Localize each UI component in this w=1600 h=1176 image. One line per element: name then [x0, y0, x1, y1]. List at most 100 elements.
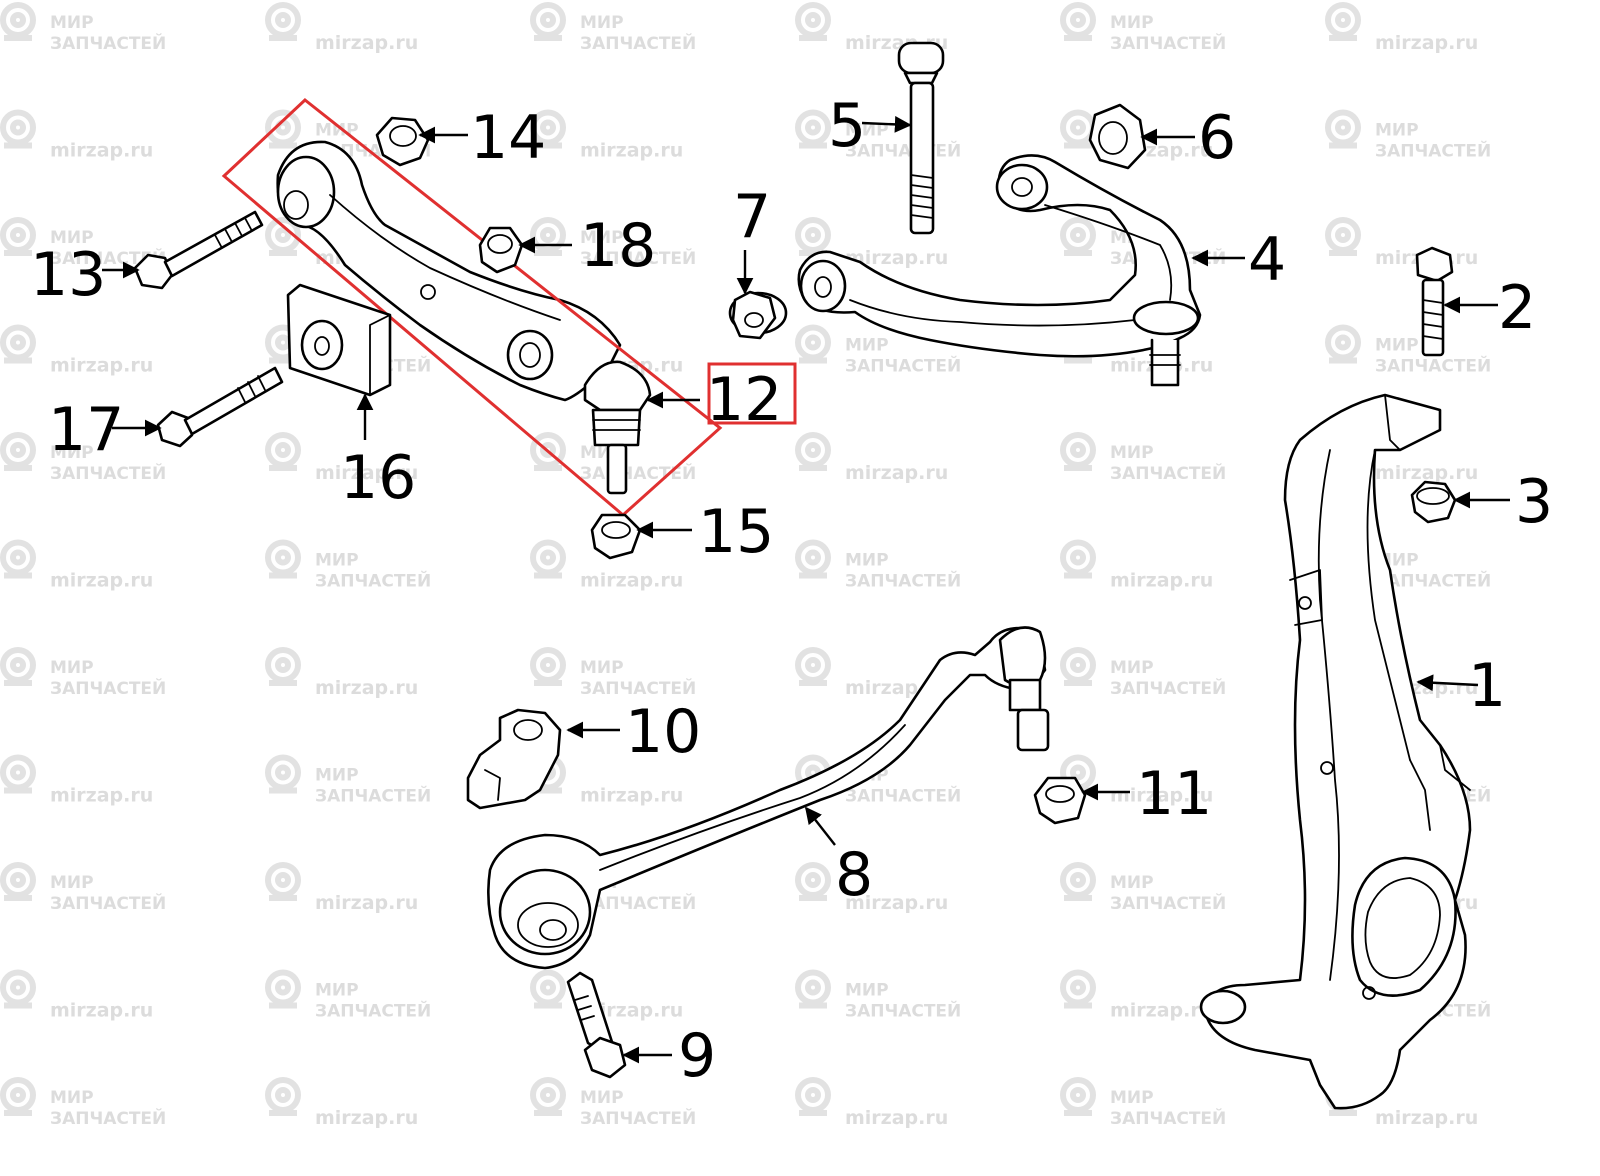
watermark-brand-line1: МИР [1110, 13, 1154, 33]
watermark-logo-icon [1063, 543, 1093, 576]
watermark-site-text: mirzap.ru [50, 1000, 153, 1022]
watermark-site: mirzap.ru [268, 1080, 418, 1129]
watermark-brand-line1: МИР [315, 551, 359, 571]
watermark-brand-line2: ЗАПЧАСТЕЙ [580, 892, 696, 914]
callout-4: 4 [1248, 225, 1286, 295]
watermark-site: mirzap.ru [1328, 5, 1478, 54]
watermark-brand-line2: ЗАПЧАСТЕЙ [1110, 462, 1226, 484]
watermark-site-text: mirzap.ru [315, 892, 418, 914]
lower-control-arm [487, 626, 1050, 970]
watermark-site: mirzap.ru [798, 1080, 948, 1129]
callout-17: 17 [48, 395, 124, 465]
bolt-9 [566, 971, 627, 1079]
callout-9: 9 [678, 1021, 716, 1091]
watermark-logo-icon [1328, 113, 1358, 146]
watermark-logo-icon [1063, 1080, 1093, 1113]
callout-10: 10 [625, 697, 701, 767]
watermark-site: mirzap.ru [3, 758, 153, 807]
watermark-site: mirzap.ru [533, 543, 683, 592]
watermark-site-text: mirzap.ru [845, 1107, 948, 1129]
watermark-logo-icon [268, 435, 298, 468]
watermark-brand-line1: МИР [580, 1088, 624, 1108]
watermark-site: mirzap.ru [268, 865, 418, 914]
watermark-site-text: mirzap.ru [1375, 1107, 1478, 1129]
watermark-logo-icon [1063, 650, 1093, 683]
watermark-site: mirzap.ru [533, 758, 683, 807]
watermark-site: mirzap.ru [533, 113, 683, 162]
watermark-brand-line1: МИР [845, 336, 889, 356]
callout-leaders [102, 115, 1510, 1064]
watermark-logo-icon [3, 543, 33, 576]
watermark-logo-icon [3, 650, 33, 683]
watermark-brand-line2: ЗАПЧАСТЕЙ [580, 32, 696, 54]
watermark-brand-line2: ЗАПЧАСТЕЙ [1375, 140, 1491, 162]
watermark-logo-icon [3, 973, 33, 1006]
watermark-brand-line2: ЗАПЧАСТЕЙ [50, 892, 166, 914]
watermark-logo-icon [1063, 865, 1093, 898]
watermark-site: mirzap.ru [1063, 758, 1213, 807]
steering-knuckle [1199, 393, 1472, 1110]
callout-8: 8 [835, 840, 873, 910]
watermark-logo-icon [798, 543, 828, 576]
watermark-brand-line1: МИР [315, 766, 359, 786]
callout-5: 5 [828, 91, 866, 161]
watermark-site-text: mirzap.ru [580, 785, 683, 807]
watermark-logo-icon [798, 328, 828, 361]
watermark-brand-line1: МИР [50, 443, 94, 463]
watermark-logo-icon [268, 865, 298, 898]
watermark-brand-line2: ЗАПЧАСТЕЙ [315, 570, 431, 592]
watermark-site-text: mirzap.ru [315, 462, 418, 484]
callout-labels: 1 2 3 4 5 6 7 8 9 10 11 12 13 14 15 16 1… [30, 91, 1553, 1091]
callout-1: 1 [1468, 651, 1506, 721]
callout-6: 6 [1198, 103, 1236, 173]
watermark-brand-line1: МИР [50, 873, 94, 893]
watermark-site: mirzap.ru [1328, 1080, 1478, 1129]
watermark-brand-line2: ЗАПЧАСТЕЙ [1110, 892, 1226, 914]
watermark-brand-line1: МИР [1110, 873, 1154, 893]
flange-nut-14 [375, 116, 430, 167]
watermark-site-text: mirzap.ru [50, 570, 153, 592]
watermark-site-text: mirzap.ru [315, 677, 418, 699]
watermark-logo-icon [798, 220, 828, 253]
callout-13: 13 [30, 240, 106, 310]
flange-nut-7 [728, 290, 788, 340]
bolt-17 [156, 366, 284, 448]
watermark-logo-icon [1063, 5, 1093, 38]
watermark-site-text: mirzap.ru [50, 140, 153, 162]
watermark-logo-icon [1063, 113, 1093, 146]
watermark-brand-line2: ЗАПЧАСТЕЙ [1110, 32, 1226, 54]
watermark-brand-line2: ЗАПЧАСТЕЙ [1375, 570, 1491, 592]
watermark-logo-icon [1063, 220, 1093, 253]
callout-18: 18 [580, 211, 656, 281]
watermark-logo-icon [1328, 220, 1358, 253]
watermark-site-text: mirzap.ru [580, 570, 683, 592]
watermark-site: mirzap.ru [1063, 543, 1213, 592]
watermark-brand-line1: МИР [1110, 658, 1154, 678]
flange-nut-6 [1088, 103, 1147, 170]
watermark-site: mirzap.ru [268, 5, 418, 54]
watermark-logo-icon [798, 865, 828, 898]
watermark-brand-line2: ЗАПЧАСТЕЙ [315, 1000, 431, 1022]
watermark-brand-line1: МИР [580, 13, 624, 33]
watermark-logo-icon [3, 5, 33, 38]
watermark-brand-line2: ЗАПЧАСТЕЙ [50, 462, 166, 484]
watermark-brand-line2: ЗАПЧАСТЕЙ [580, 1107, 696, 1129]
watermark-brand-line2: ЗАПЧАСТЕЙ [845, 785, 961, 807]
watermark-site: mirzap.ru [1328, 435, 1478, 484]
